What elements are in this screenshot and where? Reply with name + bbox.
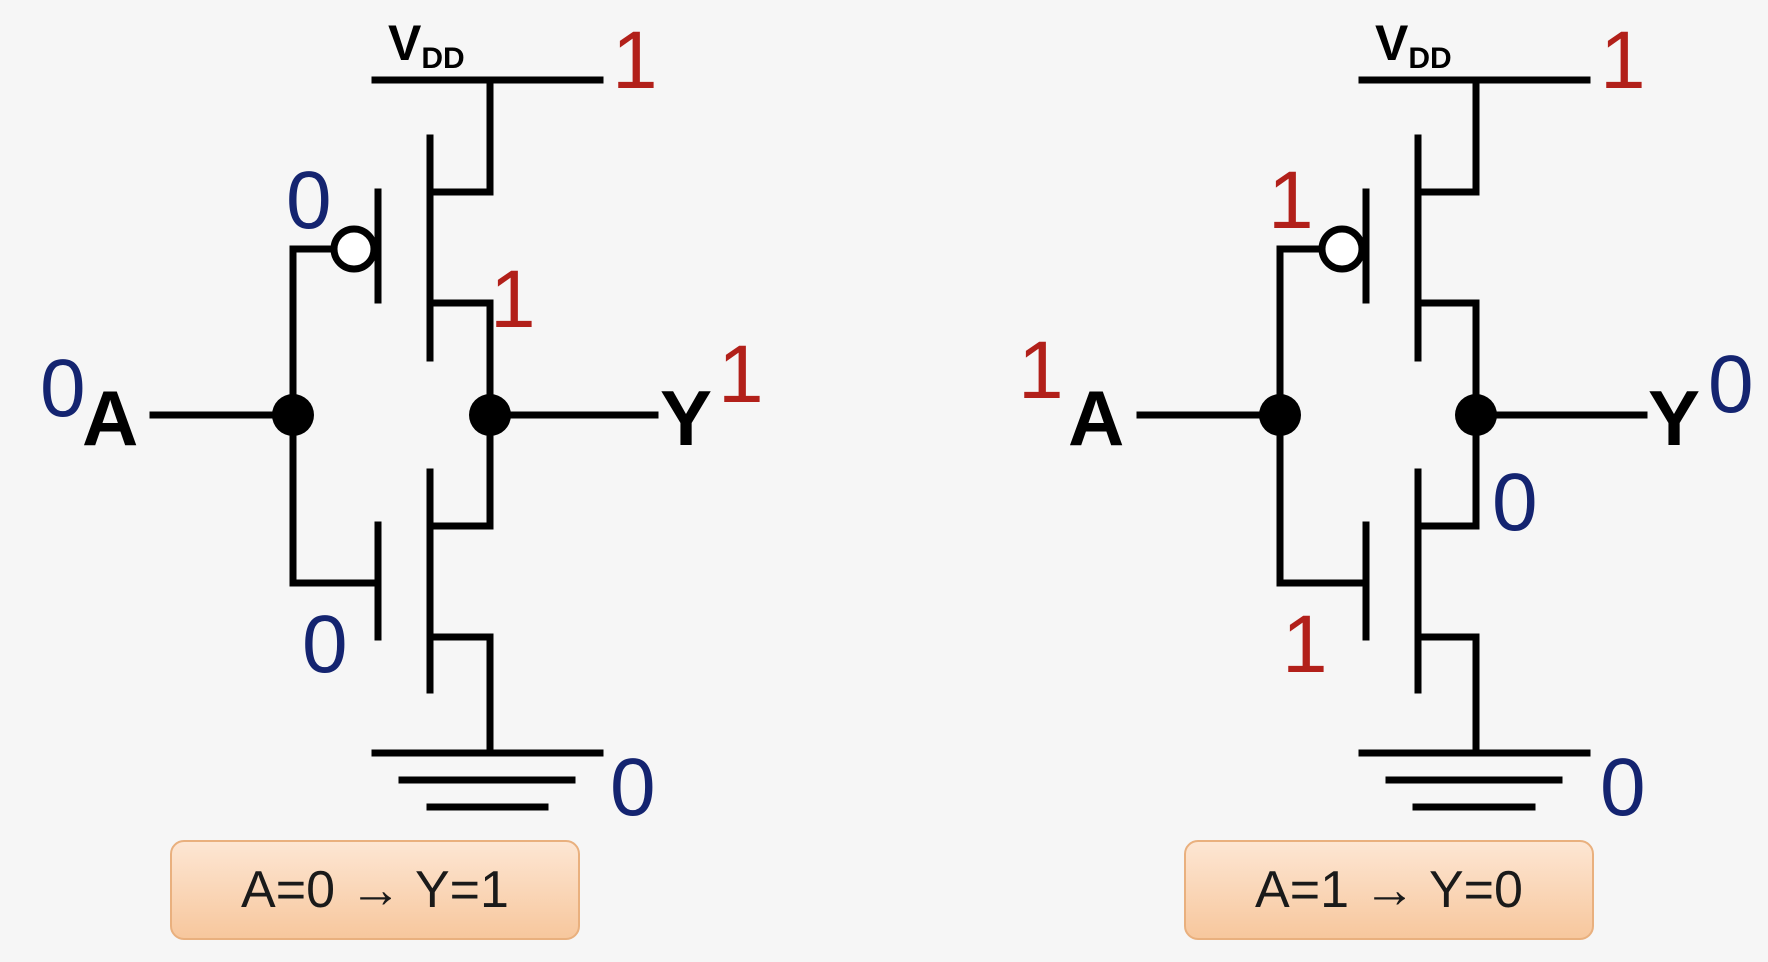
input-value: 1 (1018, 325, 1064, 416)
inverter-circuit-left: VDD 1 0 1 A 0 Y 1 0 0 (40, 15, 764, 833)
vdd-value: 1 (1600, 15, 1646, 106)
input-value: 0 (40, 343, 86, 434)
internal-node-value: 1 (490, 254, 536, 345)
vdd-label: VDD (388, 15, 465, 75)
lower-transistor-source (1414, 633, 1480, 757)
output-value: 0 (1708, 339, 1754, 430)
nmos-gate-value: 0 (302, 599, 348, 690)
pmos-inversion-bubble (1318, 225, 1366, 273)
caption-right: A=1 → Y=0 (1184, 840, 1594, 940)
ground-value: 0 (610, 742, 656, 833)
pmos-gate-value: 1 (1268, 155, 1314, 246)
nmos-gate-value: 1 (1282, 599, 1328, 690)
nmos-gate-wire (289, 411, 382, 587)
output-value: 1 (718, 329, 764, 420)
upper-transistor-source (426, 299, 494, 419)
vdd-value: 1 (612, 15, 658, 106)
output-label: Y (1648, 374, 1700, 462)
upper-transistor-drain (426, 76, 494, 196)
upper-transistor-drain (1414, 76, 1480, 196)
pmos-gate-wire (289, 245, 338, 419)
pmos-gate-wire (1276, 245, 1326, 419)
input-label: A (1068, 374, 1124, 462)
caption-left: A=0 → Y=1 (170, 840, 580, 940)
vdd-label: VDD (1375, 15, 1452, 75)
nmos-gate-wire (1276, 411, 1370, 587)
input-label: A (82, 374, 138, 462)
internal-node-value: 0 (1492, 457, 1538, 548)
lower-transistor-source (426, 633, 494, 757)
pmos-inversion-bubble (330, 225, 378, 273)
ground-value: 0 (1600, 742, 1646, 833)
pmos-gate-value: 0 (286, 155, 332, 246)
output-label: Y (660, 374, 712, 462)
inverter-circuit-right: VDD 1 1 A 1 Y 0 0 1 0 (1018, 15, 1754, 833)
upper-transistor-source (1414, 299, 1480, 419)
